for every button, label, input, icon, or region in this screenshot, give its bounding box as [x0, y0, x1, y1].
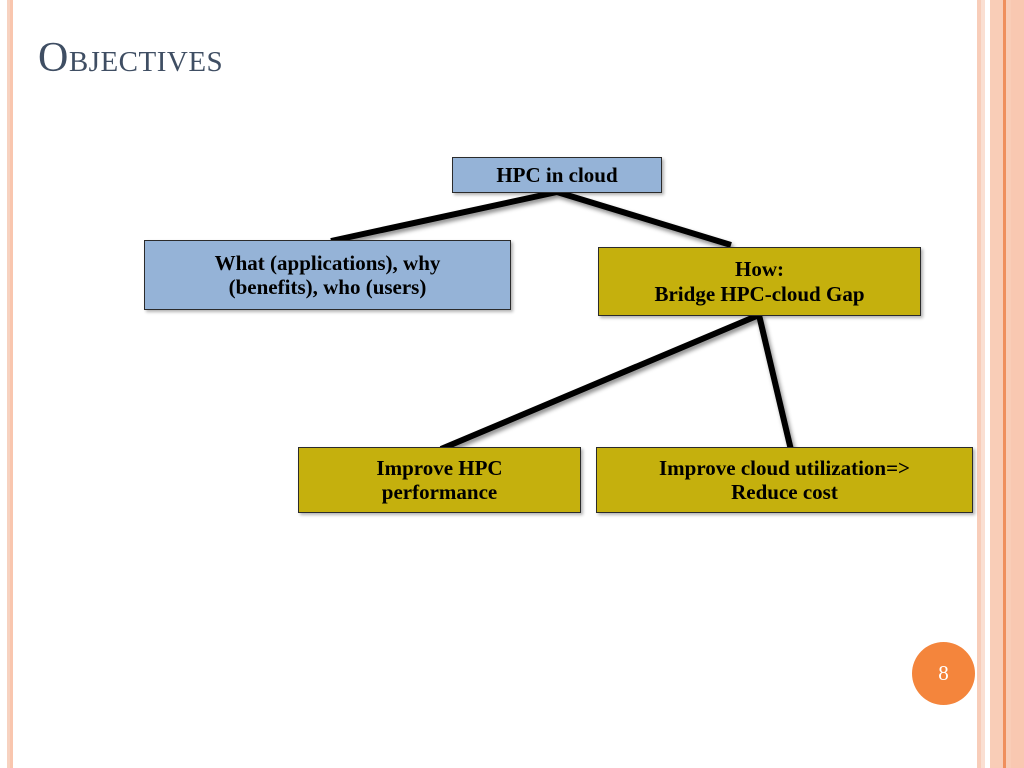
connector-how-to-improve-hpc: [439, 312, 761, 452]
diagram-node-how-bridge-gap[interactable]: How: Bridge HPC-cloud Gap: [598, 247, 921, 316]
diagram-node-improve-hpc-performance[interactable]: Improve HPC performance: [298, 447, 581, 513]
right-accent-stripe-3: [990, 0, 1003, 768]
diagram-node-what-why-who[interactable]: What (applications), why (benefits), who…: [144, 240, 511, 310]
diagram-node-hpc-in-cloud[interactable]: HPC in cloud: [452, 157, 662, 193]
page-title: Objectives: [38, 35, 224, 81]
connector-root-to-how: [556, 189, 732, 248]
connector-how-to-improve-cloud: [756, 314, 794, 451]
left-accent-stripe-2: [10, 0, 13, 768]
left-accent-stripe-1: [7, 0, 10, 768]
right-accent-stripe-6: [1011, 0, 1024, 768]
right-accent-stripe-5: [1006, 0, 1011, 768]
diagram-node-improve-cloud-utilization[interactable]: Improve cloud utilization=> Reduce cost: [596, 447, 973, 513]
right-accent-stripe-1: [977, 0, 981, 768]
right-accent-stripe-4: [1003, 0, 1006, 768]
right-accent-stripe-2: [981, 0, 985, 768]
page-number-badge: 8: [912, 642, 975, 705]
connector-root-to-what: [330, 189, 558, 244]
